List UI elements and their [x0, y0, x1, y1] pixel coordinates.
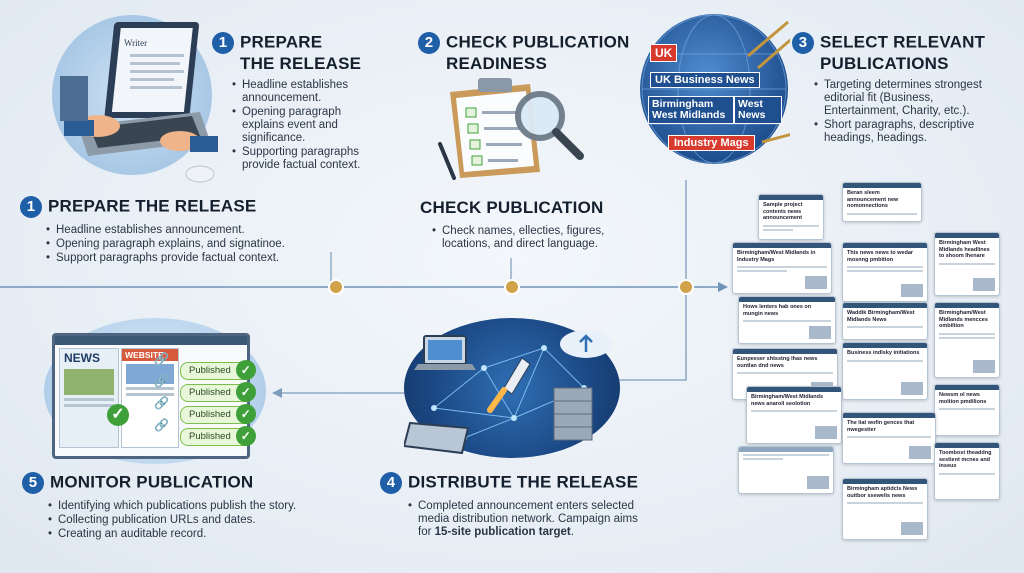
step4-title-text: DISTRIBUTE THE RELEASE	[408, 472, 639, 492]
publication-target: 15-site publication target	[434, 526, 571, 538]
network-lines	[404, 330, 612, 455]
step1-top-title: 1 PREPARE THE RELEASE	[212, 32, 382, 73]
pub-card: Sample project contents news announcemen…	[758, 194, 824, 240]
pub-label-birmingham: Birmingham West Midlands	[648, 96, 734, 124]
pub-card: Newsm ol news moltion pmdilions	[934, 384, 1000, 436]
step1-top: 1 PREPARE THE RELEASE Headline establishe…	[212, 32, 382, 173]
check-icon: ✓	[235, 404, 256, 424]
step5-number: 5	[22, 472, 44, 494]
pub-card: Beran sleem announcement new nomonnectio…	[842, 182, 922, 222]
step4-line: for	[418, 526, 435, 538]
check-icon: ✓	[235, 360, 256, 380]
news-panel: NEWS	[59, 348, 119, 448]
pub-card: Birmingham West Midlands headlines to sh…	[934, 232, 1000, 296]
step1-mid-bullet: Support paragraphs provide factual conte…	[46, 252, 340, 265]
step4: 4 DISTRIBUTE THE RELEASE •Completed annou…	[380, 472, 680, 539]
step2-mid-title: CHECK PUBLICATION	[420, 198, 604, 217]
step3-top-bullet: Targeting determines strongest editorial…	[814, 79, 990, 118]
published-badge: Published✓	[180, 404, 256, 424]
link-icon: 🔗	[154, 374, 169, 388]
pub-card: Business indlsky initiations	[842, 342, 928, 400]
step5-bullet: Identifying which publications publish t…	[48, 500, 352, 513]
published-badge: Published✓	[180, 382, 256, 402]
pub-card: Birmingham/West Midlands news anaroil se…	[746, 386, 842, 444]
step3-top-number: 3	[792, 32, 814, 54]
step3-top-title: 3 SELECT RELEVANT PUBLICATIONS	[792, 32, 992, 73]
step1-top-bullet: Supporting paragraphs provide factual co…	[232, 146, 372, 172]
pub-label-uk: UK	[650, 44, 678, 62]
step5-title-text: MONITOR PUBLICATION	[50, 472, 254, 492]
step1-top-bullets: Headline establishes announcement. Openi…	[212, 79, 372, 172]
step2-top-title: 2 CHECK PUBLICATION READINESS	[418, 32, 648, 73]
website-label: WEBSITE	[122, 349, 178, 361]
step3-top-bullet: Short paragraphs, descriptive headings, …	[814, 119, 990, 145]
step4-body: •Completed announcement enters selected …	[380, 500, 680, 539]
pub-card	[738, 446, 834, 494]
step5: 5 MONITOR PUBLICATION Identifying which p…	[22, 472, 352, 542]
step2-top-title-line1: CHECK PUBLICATION	[446, 32, 630, 52]
step1-top-bullet: Opening paragraph explains event and sig…	[232, 106, 372, 145]
step5-bullets: Identifying which publications publish t…	[22, 500, 352, 541]
pub-card: Toombost theaddng sestient mcnes and ins…	[934, 442, 1000, 500]
step1-mid-title: 1 PREPARE THE RELEASE	[20, 196, 340, 218]
step3-top: 3 SELECT RELEVANT PUBLICATIONS Targeting …	[792, 32, 992, 146]
step5-bullet: Collecting publication URLs and dates.	[48, 514, 352, 527]
step3-top-title-line1: SELECT RELEVANT	[820, 32, 986, 52]
pub-card: Waddik Birmingham/West Midlands News	[842, 302, 928, 340]
pub-card: Birmingham aptidcis News ouitbor sseweli…	[842, 478, 928, 540]
step1-mid: 1 PREPARE THE RELEASE Headline establishe…	[20, 196, 340, 266]
step1-top-title-line2: THE RELEASE	[240, 54, 362, 73]
link-icon: 🔗	[154, 418, 169, 432]
step5-bullet: Creating an auditable record.	[48, 528, 352, 541]
pub-card: Birmingham/West Midlands in Industry Mag…	[732, 242, 832, 294]
step2-mid-bullet: locations, and direct language.	[442, 238, 598, 250]
publication-cards: Sample project contents news announcemen…	[728, 178, 1008, 568]
step1-top-number: 1	[212, 32, 234, 54]
step2-top-title-line2: READINESS	[446, 54, 547, 73]
step2-mid-bullet: Check names, ellecties, figures,	[442, 225, 605, 237]
pub-card: Birmingham/West Midlands mencces ombilti…	[934, 302, 1000, 378]
step2-top: 2 CHECK PUBLICATION READINESS	[418, 32, 648, 73]
step4-line: Completed announcement enters selected	[418, 500, 635, 512]
clipboard-illustration	[438, 78, 584, 180]
step4-line: media distribution network. Campaign aim…	[418, 513, 638, 525]
check-icon: ✓	[107, 404, 129, 426]
link-icon: 🔗	[154, 396, 169, 410]
laptop-illustration	[60, 22, 218, 183]
pub-card: The liat wofin gences that nwegestier	[842, 412, 936, 464]
step3-top-bullets: Targeting determines strongest editorial…	[792, 79, 990, 145]
check-icon: ✓	[235, 426, 256, 446]
published-badge: Published✓	[180, 360, 256, 380]
pub-label-uk-business: UK Business News	[650, 72, 760, 88]
globe-grid	[641, 14, 790, 164]
step1-mid-number: 1	[20, 196, 42, 218]
check-icon: ✓	[235, 382, 256, 402]
pub-label-west-news: West News	[734, 96, 782, 124]
step1-mid-title-text: PREPARE THE RELEASE	[48, 196, 257, 216]
pub-card: Hows lenters hab ones on mungin news	[738, 296, 836, 344]
link-icon: 🔗	[154, 352, 169, 366]
step2-mid-bullets: •Check names, ellecties, figures, locati…	[420, 225, 630, 251]
published-badge: Published✓	[180, 426, 256, 446]
step1-mid-bullet: Headline establishes announcement.	[46, 224, 340, 237]
step1-top-title-line1: PREPARE	[240, 32, 323, 52]
step1-mid-bullets: Headline establishes announcement. Openi…	[20, 224, 340, 265]
step4-title: 4 DISTRIBUTE THE RELEASE	[380, 472, 680, 494]
step4-number: 4	[380, 472, 402, 494]
step2-mid: CHECK PUBLICATION •Check names, ellectie…	[420, 198, 630, 251]
step1-mid-bullet: Opening paragraph explains, and signatin…	[46, 238, 340, 251]
website-panel: WEBSITE	[121, 348, 179, 448]
step5-title: 5 MONITOR PUBLICATION	[22, 472, 352, 494]
pub-card: This news news to wedar mosnng pmbition	[842, 242, 928, 302]
news-label: NEWS	[64, 351, 100, 365]
pub-label-industry: Industry Mags	[668, 135, 755, 151]
step3-top-title-line2: PUBLICATIONS	[820, 54, 949, 73]
laptop-screen-text: Writer	[124, 38, 148, 48]
step1-top-bullet: Headline establishes announcement.	[232, 79, 372, 105]
step2-top-number: 2	[418, 32, 440, 54]
